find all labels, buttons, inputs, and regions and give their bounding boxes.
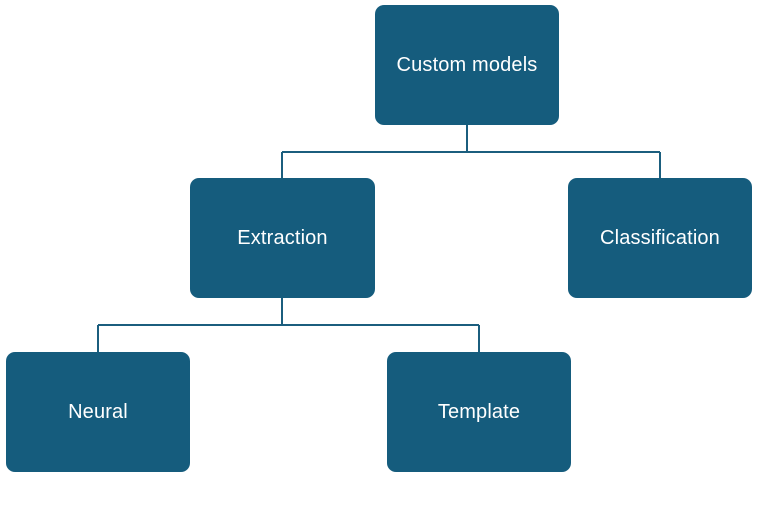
node-custom-models[interactable]: Custom models: [375, 5, 559, 125]
node-custom-models-label: Custom models: [396, 54, 538, 76]
node-neural[interactable]: Neural: [6, 352, 190, 472]
node-extraction-label: Extraction: [237, 227, 328, 249]
node-template-label: Template: [437, 401, 521, 423]
node-neural-label: Neural: [68, 401, 128, 423]
node-template[interactable]: Template: [387, 352, 571, 472]
node-classification[interactable]: Classification: [568, 178, 752, 298]
node-classification-label: Classification: [600, 227, 720, 249]
node-extraction[interactable]: Extraction: [190, 178, 375, 298]
